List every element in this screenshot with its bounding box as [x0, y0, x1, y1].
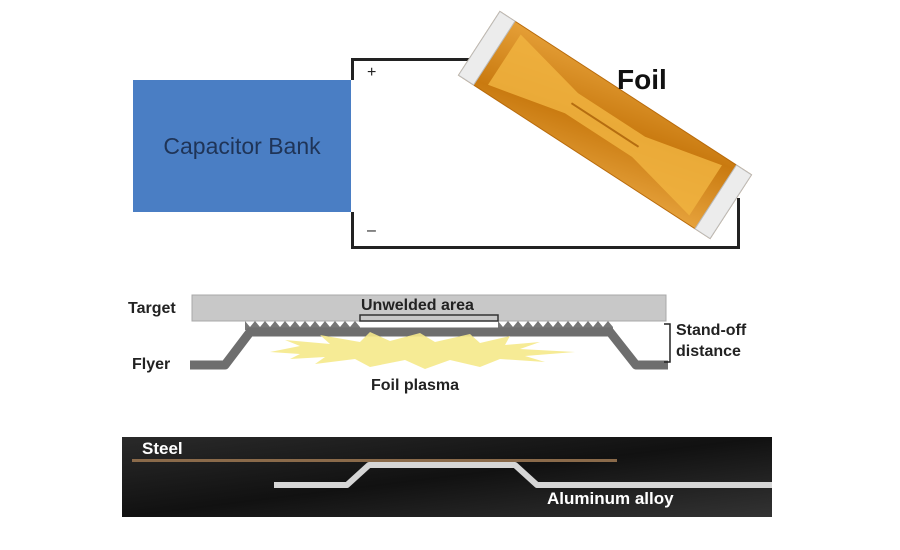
steel-label: Steel	[142, 439, 183, 458]
capacitor-bank-label: Capacitor Bank	[163, 132, 321, 159]
aluminum-sheet	[274, 462, 772, 488]
micrograph-background	[122, 437, 772, 517]
wire-positive-horizontal	[351, 58, 496, 61]
standoff-label-line2: distance	[676, 343, 741, 360]
wire-negative-horizontal	[351, 246, 740, 249]
foil-strip	[457, 10, 753, 240]
foil-end-left	[457, 10, 516, 86]
wire-foil-return	[737, 198, 740, 249]
positive-sign: +	[367, 64, 377, 81]
foil-plasma-label: Foil plasma	[371, 377, 460, 394]
foil-end-right	[694, 164, 753, 240]
standoff-bracket	[664, 323, 671, 363]
aluminum-alloy-label: Aluminum alloy	[547, 489, 674, 508]
standoff-label-line1: Stand-off	[676, 322, 747, 339]
unwelded-area-label: Unwelded area	[361, 297, 474, 314]
wire-negative-vertical	[351, 212, 354, 248]
capacitor-bank: Capacitor Bank	[133, 80, 351, 212]
flyer-label: Flyer	[132, 356, 171, 373]
negative-sign: –	[367, 222, 376, 239]
target-label: Target	[128, 300, 176, 317]
micrograph-layers	[122, 437, 772, 517]
foil-center-line	[570, 102, 640, 148]
steel-sheet	[132, 459, 617, 462]
unwelded-area-box	[359, 314, 499, 322]
foil-plasma-burst	[270, 332, 575, 369]
foil-label: Foil	[617, 64, 667, 95]
cross-section-diagram	[190, 294, 671, 370]
micrograph: Steel Aluminum alloy	[122, 437, 772, 517]
wire-positive-vertical	[351, 58, 354, 80]
flyer-plate	[190, 327, 668, 370]
